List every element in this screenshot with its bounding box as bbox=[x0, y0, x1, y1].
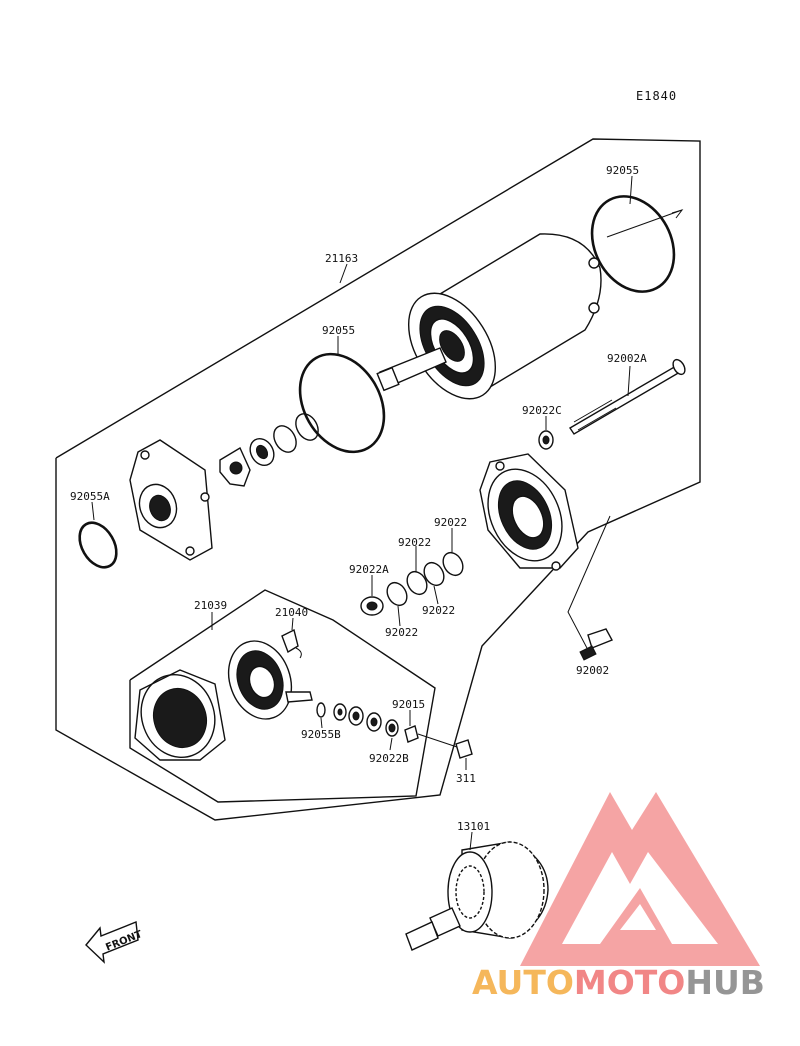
leader-21163 bbox=[339, 263, 348, 284]
leader-92055B bbox=[320, 717, 323, 729]
brush-spring-21040 bbox=[281, 628, 302, 659]
logo-inner-mark bbox=[600, 888, 672, 944]
washer-92022C bbox=[538, 430, 554, 450]
logo-triangle-mark bbox=[520, 792, 760, 966]
logo-text-moto: MOTO bbox=[574, 963, 685, 1002]
label-92022-d: 92022 bbox=[385, 626, 418, 639]
label-13101: 13101 bbox=[457, 820, 490, 833]
label-21039: 21039 bbox=[194, 599, 227, 612]
label-92055B: 92055B bbox=[301, 728, 341, 741]
label-92055-top: 92055 bbox=[606, 164, 639, 177]
brush-holder-outline bbox=[129, 589, 436, 803]
lock-plate bbox=[219, 446, 251, 487]
label-21163: 21163 bbox=[325, 252, 358, 265]
label-21040: 21040 bbox=[275, 606, 308, 619]
leader-92022-c bbox=[433, 585, 439, 605]
label-92055A: 92055A bbox=[70, 490, 110, 503]
logo-text-auto: AUTO bbox=[472, 963, 574, 1002]
label-92022C: 92022C bbox=[522, 404, 562, 417]
label-92022-a: 92022 bbox=[434, 516, 467, 529]
assembly-outline bbox=[55, 138, 701, 821]
o-ring-92055A bbox=[78, 521, 118, 569]
label-311: 311 bbox=[456, 772, 476, 785]
motor-yoke-21163 bbox=[376, 233, 602, 400]
svg-text:AUTOMOTOHUB: AUTOMOTOHUB bbox=[472, 963, 765, 1002]
label-92022B: 92022B bbox=[369, 752, 409, 765]
starter-pinion-13101 bbox=[405, 841, 549, 951]
washer-stack-92022 bbox=[360, 551, 464, 616]
label-92002: 92002 bbox=[576, 664, 609, 677]
leader-92055A bbox=[91, 501, 95, 521]
through-bolt-92002A bbox=[569, 358, 686, 435]
rear-bracket bbox=[479, 453, 579, 571]
leader-92022B bbox=[389, 737, 393, 751]
label-92022-c: 92022 bbox=[422, 604, 455, 617]
label-92015: 92015 bbox=[392, 698, 425, 711]
brush-plate bbox=[227, 640, 313, 720]
front-end-cover bbox=[129, 439, 213, 561]
brush-housing-21039 bbox=[134, 669, 226, 761]
leader-92002 bbox=[567, 515, 611, 651]
logo-text-hub: HUB bbox=[685, 963, 765, 1002]
label-92055-mid: 92055 bbox=[322, 324, 355, 337]
leader-13101 bbox=[469, 831, 473, 851]
o-ring-92055-mid bbox=[298, 352, 386, 454]
front-arrow-icon: FRONT bbox=[85, 921, 144, 964]
leader-92055-top bbox=[629, 175, 633, 205]
automotohub-logo: AUTOMOTOHUB bbox=[472, 792, 765, 1002]
leader-21040 bbox=[291, 617, 294, 631]
label-92022-b: 92022 bbox=[398, 536, 431, 549]
leader-92002A bbox=[627, 365, 631, 397]
label-92002A: 92002A bbox=[607, 352, 647, 365]
screw-92002 bbox=[579, 628, 613, 661]
terminal-hardware bbox=[316, 702, 473, 759]
figure-code: E1840 bbox=[636, 89, 677, 103]
label-92022A: 92022A bbox=[349, 563, 389, 576]
leader-92022-d bbox=[397, 605, 401, 627]
shim-washers bbox=[249, 413, 319, 467]
